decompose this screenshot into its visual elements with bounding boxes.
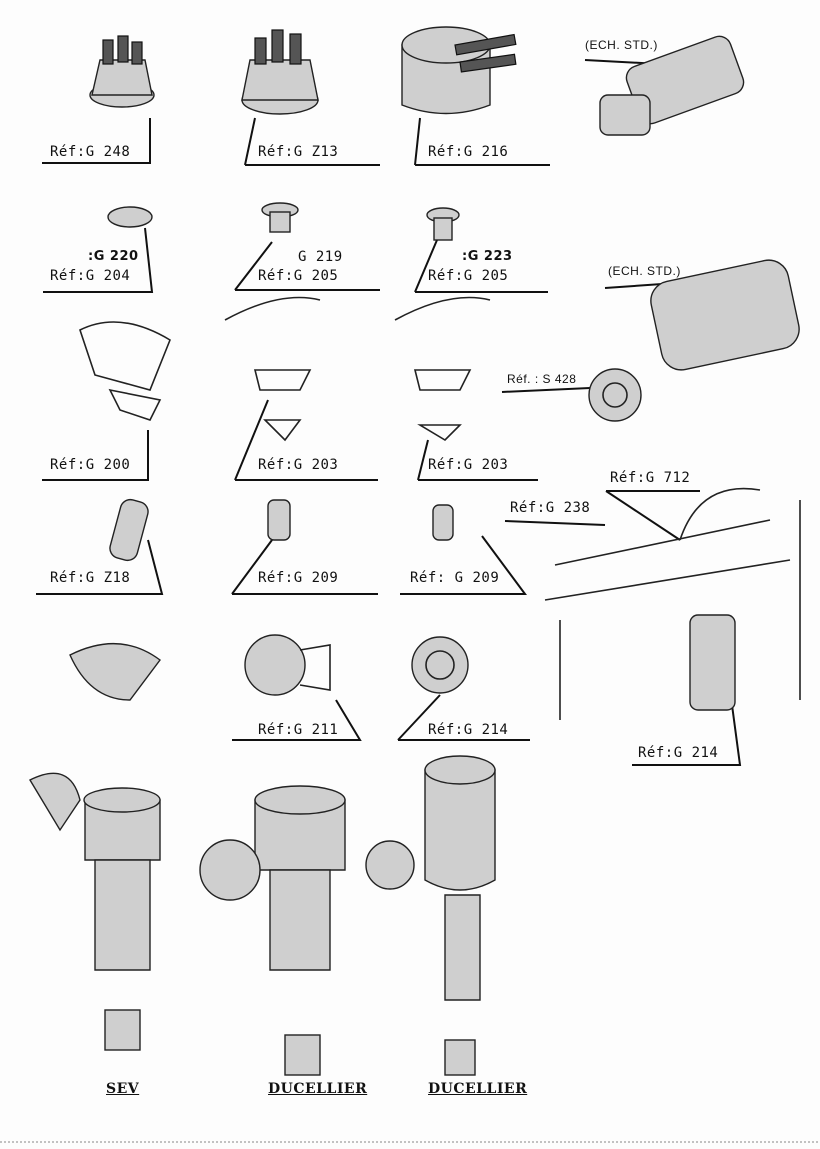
ref-label: Réf:G Z18 — [50, 570, 131, 586]
ref-label: Réf:G 203 — [428, 457, 509, 473]
ref-label: Réf:G 205 — [428, 268, 509, 284]
ref-label: Réf. : S 428 — [507, 372, 577, 386]
ref-label: Réf:G 211 — [258, 722, 339, 738]
ref-label: Réf:G 205 — [258, 268, 339, 284]
brand-label-ducellier: DUCELLIER — [428, 1081, 528, 1097]
ref-label: Réf:G 214 — [428, 722, 509, 738]
alternator — [588, 259, 800, 422]
ref-label: Réf:G 209 — [258, 570, 339, 586]
rotor-g205b — [426, 207, 460, 241]
vacuum-unit-g211 — [244, 634, 331, 696]
vacuum-unit-g214 — [411, 636, 469, 694]
ref-label: :G 220 — [88, 249, 139, 264]
distributor-ducellier-1 — [199, 785, 346, 1076]
ref-label: G 219 — [298, 249, 343, 265]
rotor-g204 — [107, 206, 153, 228]
ref-label: Réf:G 712 — [610, 470, 691, 486]
ref-label: Réf: G 209 — [410, 570, 500, 586]
breaker-plate-g203b — [394, 296, 491, 442]
condenser-g209b — [432, 504, 454, 541]
ref-label: :G 223 — [462, 249, 513, 264]
condenser-g218 — [109, 498, 149, 562]
starter-motor — [599, 35, 745, 136]
ref-label: Réf:G 216 — [428, 144, 509, 160]
breaker-plate-g203a — [224, 296, 321, 442]
ref-label: Réf:G 248 — [50, 144, 131, 160]
vacuum-unit-g211-sev — [69, 642, 161, 701]
exchange-standard-label: (ECH. STD.) — [608, 264, 681, 278]
distributor-ducellier-2 — [365, 755, 496, 1076]
rotor-g205a — [261, 202, 299, 233]
distributor-cap-z13 — [241, 29, 319, 115]
brand-label-ducellier: DUCELLIER — [268, 1081, 368, 1097]
exchange-standard-label: (ECH. STD.) — [585, 38, 658, 52]
condenser-g209a — [267, 499, 291, 541]
engine-bay-illustration — [544, 487, 801, 720]
ref-label: Réf:G 214 — [638, 745, 719, 761]
ref-label: Réf:G 238 — [510, 500, 591, 516]
ref-label: Réf:G 203 — [258, 457, 339, 473]
brand-label-sev: SEV — [106, 1081, 140, 1097]
ref-label: Réf:G 204 — [50, 268, 131, 284]
distributor-cap-g216 — [401, 26, 517, 115]
breaker-plate-g200 — [79, 321, 171, 421]
ref-label: Réf:G 200 — [50, 457, 131, 473]
distributor-cap-g248 — [89, 35, 155, 108]
leader-lines — [36, 59, 742, 766]
ref-label: Réf:G Z13 — [258, 144, 339, 160]
distributor-sev — [29, 772, 161, 1051]
